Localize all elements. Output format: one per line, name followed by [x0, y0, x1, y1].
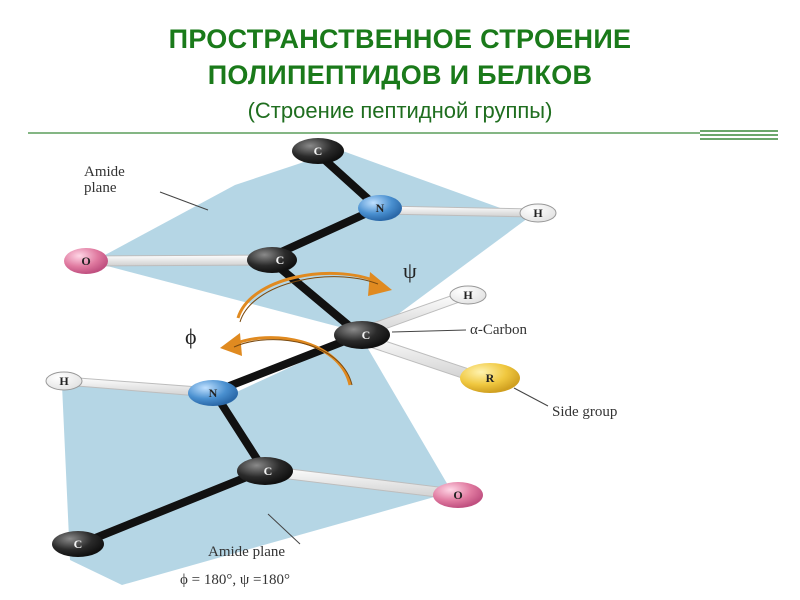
label-alpha-carbon: α-Carbon: [470, 322, 528, 338]
backbone-bonds: [74, 148, 382, 549]
svg-text:H: H: [533, 206, 543, 220]
phi-symbol: ϕ: [185, 324, 197, 349]
label-amide-plane-top-2: plane: [84, 180, 117, 196]
atom-c-bottom: C: [52, 531, 104, 557]
atom-c-carbonyl-bottom: C: [237, 457, 293, 485]
header-rule: [28, 130, 778, 140]
label-side-group: Side group: [552, 404, 617, 420]
atom-c-alpha: C: [334, 321, 390, 349]
page-title-line-1: ПРОСТРАНСТВЕННОЕ СТРОЕНИЕ: [168, 24, 632, 54]
svg-text:N: N: [209, 386, 218, 400]
label-amide-plane-bottom: Amide plane: [208, 544, 285, 560]
label-angles: ϕ = 180°, ψ =180°: [180, 572, 290, 588]
phi-rotation-arrow: [220, 333, 353, 386]
atom-h-alpha: H: [449, 285, 487, 305]
svg-text:C: C: [74, 537, 83, 551]
svg-text:C: C: [362, 328, 371, 342]
atom-o-top: O: [64, 248, 108, 274]
svg-text:H: H: [59, 374, 69, 388]
svg-text:R: R: [486, 371, 495, 385]
page-title-line-2: ПОЛИПЕПТИДОВ И БЕЛКОВ: [207, 60, 593, 90]
atom-h-bottom: H: [45, 371, 83, 391]
page-subtitle: (Строение пептидной группы): [247, 98, 553, 123]
svg-text:H: H: [463, 288, 473, 302]
svg-text:O: O: [81, 254, 90, 268]
svg-text:C: C: [276, 253, 285, 267]
svg-text:C: C: [314, 144, 323, 158]
psi-rotation-arrow: [236, 271, 392, 323]
label-amide-plane-top-1: Amide: [84, 164, 125, 180]
svg-text:C: C: [264, 464, 273, 478]
atom-o-bottom: O: [433, 482, 483, 508]
atom-n-bottom: N: [188, 380, 238, 406]
psi-symbol: ψ: [403, 258, 417, 283]
atom-r-group: R: [460, 363, 520, 393]
svg-text:N: N: [376, 201, 385, 215]
atom-c-top: C: [292, 138, 344, 164]
atom-n-top: N: [358, 195, 402, 221]
atom-c-carbonyl-top: C: [247, 247, 297, 273]
svg-text:O: O: [453, 488, 462, 502]
atom-h-top: H: [519, 203, 557, 223]
label-leader-lines: [159, 191, 549, 545]
